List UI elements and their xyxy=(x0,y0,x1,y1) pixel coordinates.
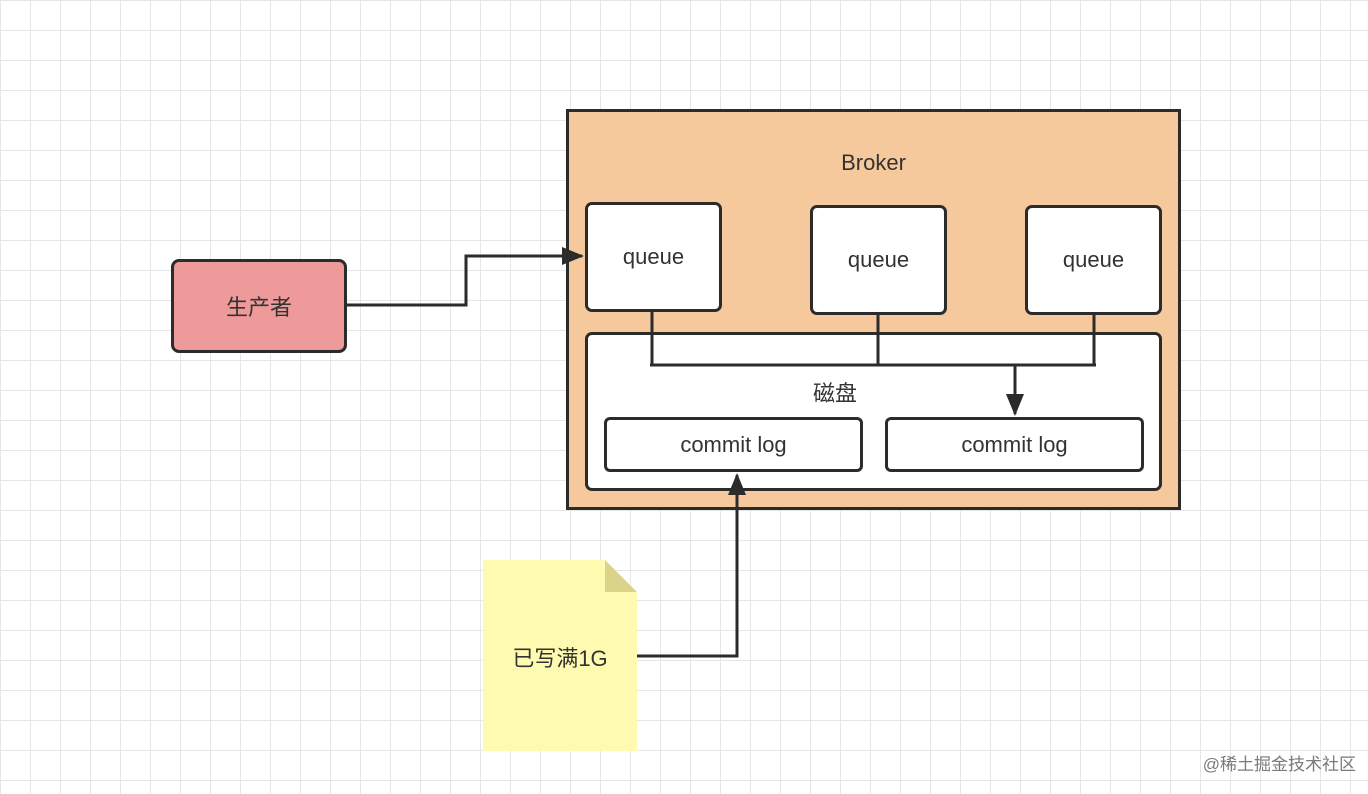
commit-log-2: commit log xyxy=(885,417,1144,472)
queue-box-3: queue xyxy=(1025,205,1162,315)
queue-box-1: queue xyxy=(585,202,722,312)
note-shape xyxy=(483,560,637,751)
disk-title: 磁盘 xyxy=(812,381,857,406)
producer-node: 生产者 xyxy=(171,259,347,353)
queue-box-2: queue xyxy=(810,205,947,315)
broker-title: Broker xyxy=(841,150,906,175)
commit-log-1: commit log xyxy=(604,417,863,472)
producer-to-queue-arrow xyxy=(347,247,584,307)
watermark-text: @稀土掘金技术社区 xyxy=(1202,755,1356,774)
note-text: 已写满1G xyxy=(512,646,608,671)
